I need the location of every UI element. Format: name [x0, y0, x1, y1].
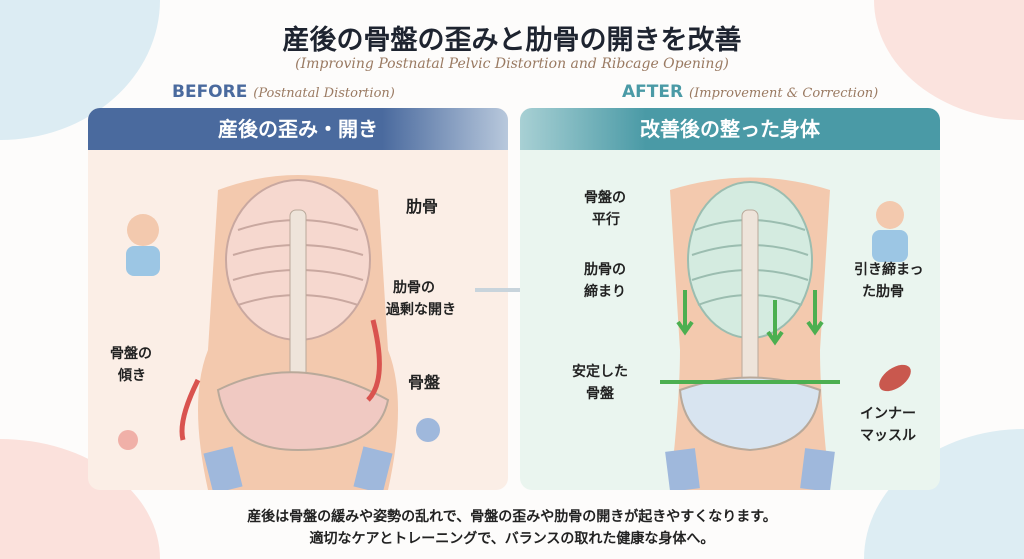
- arrow-icon: [676, 290, 824, 346]
- label-toned-1: 引き締まっ: [854, 262, 924, 278]
- after-tag-note: (Improvement & Correction): [689, 86, 879, 101]
- after-panel: 改善後の整った身体 骨盤の 平行 肋骨の 締まり 引き締まっ た肋骨 安定した …: [520, 108, 940, 490]
- before-body-illustration: [118, 175, 440, 490]
- label-stable-1: 安定した: [572, 364, 628, 380]
- arrow-icon: [179, 378, 201, 441]
- label-inner-1: インナー: [860, 406, 916, 422]
- before-tag-label: BEFORE: [172, 82, 248, 102]
- before-panel: 産後の歪み・開き 肋骨 肋骨の 過剰な開き 骨盤の 傾き 骨盤: [88, 108, 508, 490]
- description-line-2: 適切なケアとトレーニングで、バランスの取れた健康な身体へ。: [309, 531, 715, 547]
- after-body-illustration: [660, 177, 911, 490]
- after-header: 改善後の整った身体: [520, 108, 940, 150]
- label-rib-open-1: 肋骨の: [393, 280, 435, 296]
- footprint-icon: [416, 418, 440, 442]
- before-tag-note: (Postnatal Distortion): [253, 86, 395, 101]
- before-header: 産後の歪み・開き: [88, 108, 508, 150]
- label-tilt-2: 傾き: [118, 368, 146, 384]
- pelvis: [678, 376, 822, 452]
- label-stable-2: 骨盤: [586, 386, 614, 402]
- label-pelvis: 骨盤: [408, 373, 441, 392]
- label-rib-open-2: 過剰な開き: [386, 302, 456, 318]
- label-ribs: 肋骨: [406, 197, 439, 216]
- before-tag: BEFORE (Postnatal Distortion): [172, 82, 395, 102]
- footprint-icon: [118, 430, 138, 450]
- label-parallel-2: 平行: [592, 212, 620, 228]
- label-tight-2: 締まり: [584, 284, 626, 300]
- after-tag: AFTER (Improvement & Correction): [622, 82, 878, 102]
- after-tag-label: AFTER: [622, 82, 684, 102]
- description: 産後は骨盤の緩みや姿勢の乱れで、骨盤の歪みや肋骨の開きが起きやすくなります。 適…: [0, 506, 1024, 550]
- description-line-1: 産後は骨盤の緩みや姿勢の乱れで、骨盤の歪みや肋骨の開きが起きやすくなります。: [247, 509, 777, 525]
- woman-confident-icon: [876, 201, 904, 229]
- label-tight-1: 肋骨の: [584, 262, 626, 278]
- label-parallel-1: 骨盤の: [584, 190, 626, 206]
- page-subtitle: (Improving Postnatal Pelvic Distortion a…: [295, 56, 729, 72]
- label-inner-2: マッスル: [860, 428, 916, 444]
- woman-worried-icon: [127, 214, 159, 246]
- pelvis: [216, 371, 390, 452]
- label-toned-2: た肋骨: [862, 284, 904, 300]
- label-tilt-1: 骨盤の: [110, 346, 152, 362]
- muscle-icon: [879, 364, 911, 392]
- arrow-icon: [366, 319, 382, 402]
- page-title: 産後の骨盤の歪みと肋骨の開きを改善: [282, 25, 742, 56]
